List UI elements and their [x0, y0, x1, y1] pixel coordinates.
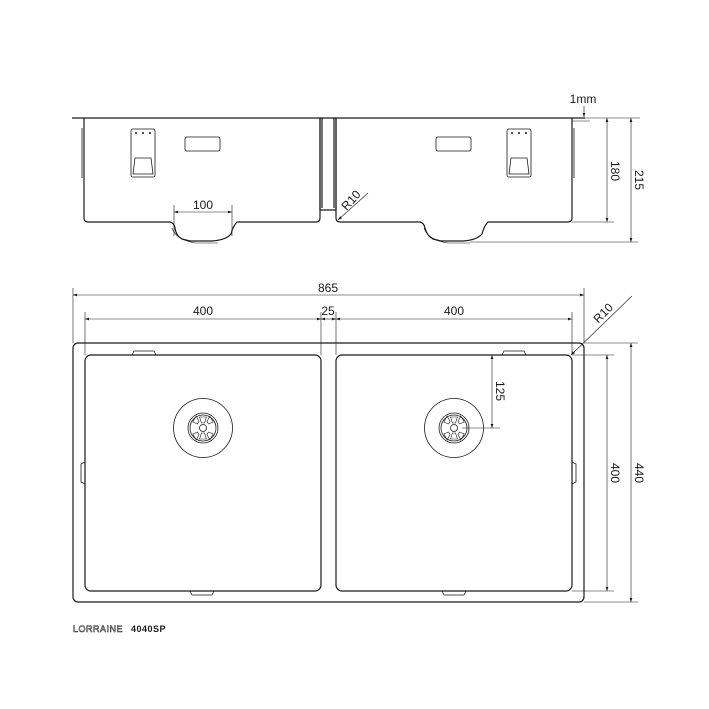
- dim-overall-width: 865: [318, 281, 338, 295]
- clip-tab-right: [571, 461, 577, 485]
- right-overflow-slot: [435, 136, 472, 152]
- dim-bowl-depth: 180: [608, 161, 622, 181]
- section-view: 1mm 180 215 100 R10: [72, 92, 646, 244]
- clip-tab-bottom-right: [441, 590, 467, 596]
- dim-bowl-length: 400: [608, 463, 622, 483]
- left-bowl-section: [83, 118, 321, 242]
- side-brackets: [81, 128, 575, 178]
- left-outlet-lip: [171, 227, 218, 244]
- dim-inner-radius-section: R10: [338, 187, 363, 213]
- dim-outlet-width: 100: [193, 198, 213, 212]
- brand-label: LORRAINE 4040SP: [73, 624, 166, 635]
- dim-drain-offset: 125: [493, 381, 507, 401]
- left-drain-icon: [173, 398, 233, 458]
- clip-tab-top-right: [501, 350, 527, 356]
- right-bowl-section: [335, 118, 573, 242]
- dim-right-bowl-width: 400: [444, 304, 464, 318]
- clip-tab-top-left: [131, 350, 157, 356]
- right-mounting-clip-icon: [506, 128, 532, 178]
- clip-tab-left: [80, 461, 86, 485]
- right-outlet-lip: [423, 227, 470, 244]
- divider-section: [319, 118, 337, 211]
- sink-outer-rim: [72, 342, 585, 603]
- right-bowl: [335, 354, 573, 592]
- left-overflow-slot: [184, 136, 221, 152]
- left-bowl: [84, 354, 322, 592]
- brand-series: LORRAINE: [73, 624, 123, 634]
- brand-series-text: LORRAINE: [73, 624, 123, 634]
- brand-model: 4040SP: [131, 624, 166, 634]
- dim-divider-width: 25: [321, 304, 335, 318]
- dim-overall-length: 440: [632, 463, 646, 483]
- clip-tab-bottom-left: [189, 590, 215, 596]
- left-mounting-clip-icon: [130, 128, 156, 178]
- dim-flange-thickness: 1mm: [570, 92, 597, 106]
- dim-left-bowl-width: 400: [193, 304, 213, 318]
- plan-view: 865 400 25 400 R10 125 400 440: [72, 281, 646, 603]
- dim-total-depth: 215: [632, 170, 646, 190]
- dim-outer-radius: R10: [590, 300, 616, 326]
